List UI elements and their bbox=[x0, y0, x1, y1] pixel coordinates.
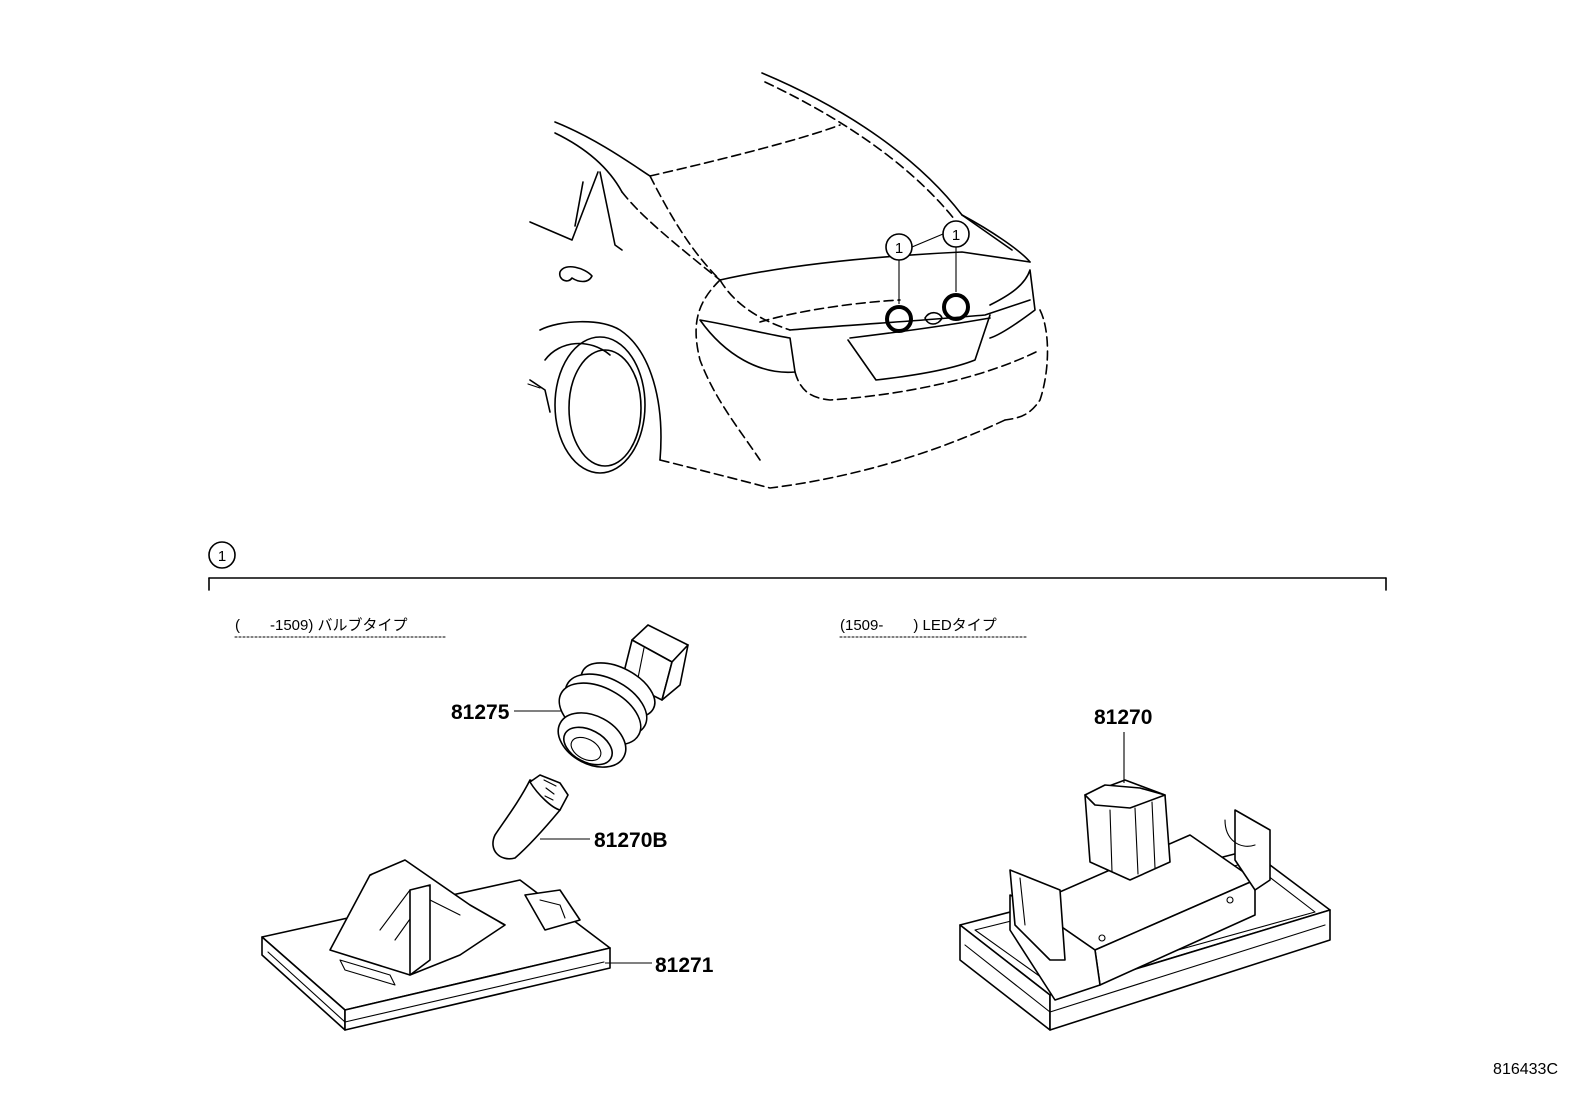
car-rear-illustration: 1 1 bbox=[527, 72, 1049, 489]
part-number-81270B: 81270B bbox=[594, 829, 668, 852]
part-number-81270: 81270 bbox=[1094, 706, 1152, 729]
part-number-81275: 81275 bbox=[451, 701, 510, 724]
socket-illustration bbox=[557, 624, 689, 768]
callout-number-right: 1 bbox=[952, 227, 960, 244]
part-number-81271: 81271 bbox=[655, 954, 714, 977]
callout-marker-right: 1 bbox=[911, 220, 970, 321]
drawing-code: 816433C bbox=[1493, 1061, 1558, 1078]
bulb-illustration bbox=[492, 774, 569, 860]
caption-led-type: (1509- ) LEDタイプ bbox=[840, 617, 997, 634]
lens-illustration bbox=[261, 859, 611, 1031]
callout-marker-left: 1 bbox=[885, 233, 913, 333]
caption-bulb-type: ( -1509) バルブタイプ bbox=[235, 616, 408, 634]
led-lamp-illustration bbox=[959, 779, 1331, 1031]
section-bracket: 1 bbox=[208, 541, 1387, 591]
section-callout-number: 1 bbox=[218, 548, 226, 565]
callout-number-left: 1 bbox=[895, 240, 903, 257]
